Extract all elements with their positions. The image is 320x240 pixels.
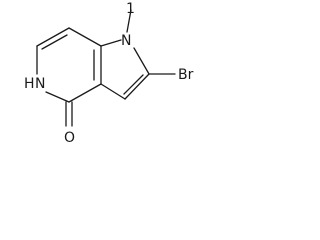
bond-n1-c2 [133,47,150,75]
bonds [36,9,176,127]
bond-c3-c3a [100,83,126,100]
n1-atom-label: N [121,33,131,49]
oxygen-atom-label: O [64,130,75,146]
bond-c7a-n1 [100,39,122,47]
bond-n1-methyl [126,9,132,33]
bromine-atom-label: Br [178,67,194,83]
bond-c7-c6-inner [41,34,68,50]
bond-n5-c4 [45,91,70,103]
bond-c7-c6 [36,27,70,47]
bond-c4-c3a [68,83,102,103]
n5-hydrogen-label: H [24,76,35,92]
n1-methyl-label: 1 [126,1,135,17]
atom-labels: 1 N H N Br O [24,1,194,146]
bond-c2-c3 [124,73,150,100]
n5-atom-label: N [35,76,45,92]
molecule-structure-diagram: 1 N H N Br O [24,1,194,146]
bond-c2-c3-inner [123,74,144,95]
bond-c7a-c7 [68,27,102,47]
